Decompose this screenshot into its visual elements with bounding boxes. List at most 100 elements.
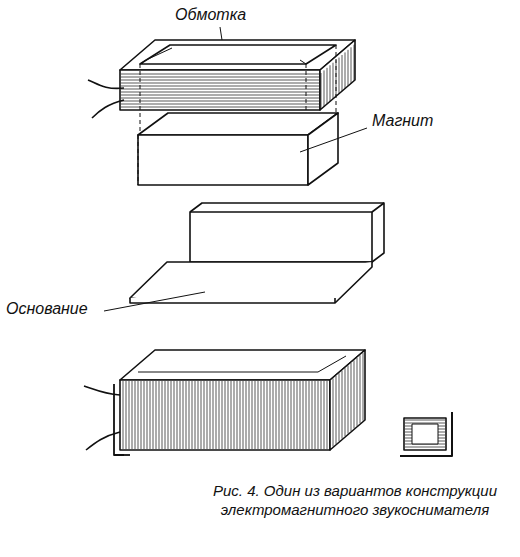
winding-line bbox=[198, 381, 199, 449]
winding-line bbox=[222, 381, 223, 449]
winding-line bbox=[336, 376, 337, 444]
winding-line bbox=[297, 381, 298, 449]
winding-line bbox=[267, 381, 268, 449]
winding-line bbox=[168, 381, 169, 449]
winding-line bbox=[121, 98, 319, 99]
winding-line bbox=[183, 381, 184, 449]
winding-line bbox=[405, 423, 445, 424]
winding-line bbox=[201, 381, 202, 449]
winding-line bbox=[312, 381, 313, 449]
winding-line bbox=[405, 447, 445, 448]
winding-line bbox=[330, 65, 331, 101]
part-label: Магнит bbox=[372, 112, 433, 130]
winding-line bbox=[138, 381, 139, 449]
part-label: Основание bbox=[6, 300, 88, 318]
winding-line bbox=[339, 58, 340, 94]
winding-line bbox=[237, 381, 238, 449]
winding-line bbox=[195, 381, 196, 449]
base-drawing bbox=[130, 203, 384, 303]
winding-line bbox=[171, 381, 172, 449]
winding-line bbox=[324, 381, 325, 449]
winding-line bbox=[121, 89, 319, 90]
winding-line bbox=[348, 366, 349, 434]
winding-line bbox=[121, 80, 319, 81]
winding-line bbox=[121, 107, 319, 108]
winding-line bbox=[351, 363, 352, 431]
winding-line bbox=[363, 353, 364, 421]
winding-line bbox=[219, 381, 220, 449]
winding-line bbox=[121, 74, 319, 75]
winding-line bbox=[129, 381, 130, 449]
winding-line bbox=[342, 55, 343, 91]
winding-line bbox=[192, 381, 193, 449]
winding-line bbox=[345, 368, 346, 436]
winding-line bbox=[240, 381, 241, 449]
winding-line bbox=[121, 101, 319, 102]
winding-line bbox=[318, 381, 319, 449]
winding-line bbox=[210, 381, 211, 449]
winding-line bbox=[255, 381, 256, 449]
winding-line bbox=[309, 381, 310, 449]
winding-line bbox=[339, 373, 340, 441]
winding-line bbox=[225, 381, 226, 449]
part-label: Обмотка bbox=[175, 6, 246, 24]
winding-line bbox=[186, 381, 187, 449]
winding-line bbox=[333, 63, 334, 99]
winding-line bbox=[285, 381, 286, 449]
winding-line bbox=[321, 381, 322, 449]
winding-line bbox=[291, 381, 292, 449]
winding-line bbox=[282, 381, 283, 449]
winding-line bbox=[121, 77, 319, 78]
winding-line bbox=[174, 381, 175, 449]
winding-line bbox=[144, 381, 145, 449]
leader-line bbox=[220, 27, 222, 40]
winding-line bbox=[213, 381, 214, 449]
winding-line bbox=[357, 358, 358, 426]
winding-line bbox=[261, 381, 262, 449]
winding-line bbox=[276, 381, 277, 449]
figure-caption: Рис. 4. Один из вариантов конструкции эл… bbox=[200, 482, 510, 520]
winding-line bbox=[165, 381, 166, 449]
winding-line bbox=[354, 360, 355, 428]
winding-line bbox=[243, 381, 244, 449]
winding-line bbox=[121, 92, 319, 93]
winding-line bbox=[252, 381, 253, 449]
winding-line bbox=[234, 381, 235, 449]
winding-line bbox=[333, 378, 334, 446]
winding-line bbox=[327, 381, 328, 449]
assembled-drawing bbox=[84, 350, 365, 455]
winding-line bbox=[121, 83, 319, 84]
winding-line bbox=[303, 381, 304, 449]
winding-line bbox=[345, 52, 346, 88]
winding-line bbox=[405, 420, 445, 421]
winding-line bbox=[177, 381, 178, 449]
winding-line bbox=[123, 381, 124, 449]
winding-line bbox=[327, 68, 328, 104]
winding-line bbox=[258, 381, 259, 449]
winding-line bbox=[147, 381, 148, 449]
winding-line bbox=[273, 381, 274, 449]
winding-line bbox=[348, 50, 349, 86]
winding-line bbox=[216, 381, 217, 449]
winding-line bbox=[156, 381, 157, 449]
winding-line bbox=[141, 381, 142, 449]
winding-line bbox=[159, 381, 160, 449]
winding-line bbox=[351, 47, 352, 83]
winding-line bbox=[180, 381, 181, 449]
winding-line bbox=[321, 73, 322, 109]
winding-line bbox=[360, 355, 361, 423]
winding-line bbox=[126, 381, 127, 449]
winding-line bbox=[162, 381, 163, 449]
winding-line bbox=[324, 70, 325, 106]
winding-line bbox=[121, 86, 319, 87]
winding-line bbox=[246, 381, 247, 449]
winding-line bbox=[207, 381, 208, 449]
winding-line bbox=[231, 381, 232, 449]
winding-line bbox=[342, 371, 343, 439]
winding-line bbox=[264, 381, 265, 449]
winding-line bbox=[228, 381, 229, 449]
winding-line bbox=[300, 381, 301, 449]
winding-line bbox=[294, 381, 295, 449]
